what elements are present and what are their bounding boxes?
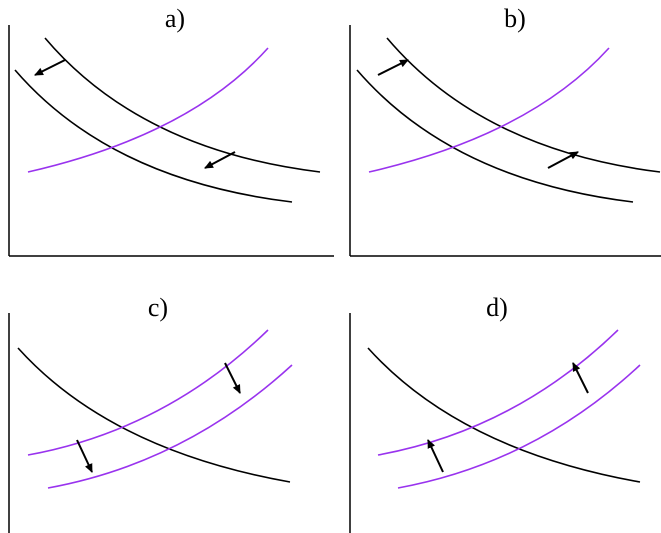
panel-a-demand-curve-original: [44, 37, 321, 173]
panel-c-label: c): [148, 293, 168, 322]
panel-b-supply-curve: [368, 47, 610, 173]
panel-a-shift-arrow-bottom: [204, 151, 236, 169]
panel-d-shift-arrow-left: [427, 439, 444, 473]
panel-a: a): [8, 4, 334, 257]
panel-b-shift-arrow-bottom: [547, 151, 579, 169]
panel-c-shift-arrow-left: [76, 439, 93, 473]
panel-d-shift-arrow-right: [572, 362, 589, 394]
panel-d-demand-curve: [367, 347, 641, 483]
panel-b-shift-arrow-top: [377, 59, 409, 76]
panel-a-supply-curve: [27, 47, 269, 173]
panel-c-supply-curve-original: [27, 329, 269, 456]
panel-d-supply-curve-original: [397, 364, 641, 489]
panel-b-label: b): [504, 4, 526, 33]
panel-d-supply-curve-shifted: [377, 329, 619, 456]
panel-c-shift-arrow-right: [224, 362, 241, 394]
panel-a-demand-curve-shifted: [14, 69, 293, 203]
panel-c-demand-curve: [17, 347, 291, 483]
panel-c: c): [8, 293, 293, 533]
panel-b-demand-curve-shifted: [386, 37, 661, 173]
panel-b: b): [349, 4, 661, 257]
panel-d: d): [349, 293, 641, 533]
panel-b-demand-curve-original: [356, 69, 634, 203]
panel-a-label: a): [165, 4, 185, 33]
panel-c-supply-curve-shifted: [47, 364, 293, 489]
panel-a-shift-arrow-top: [34, 59, 66, 76]
panel-d-label: d): [486, 293, 508, 322]
